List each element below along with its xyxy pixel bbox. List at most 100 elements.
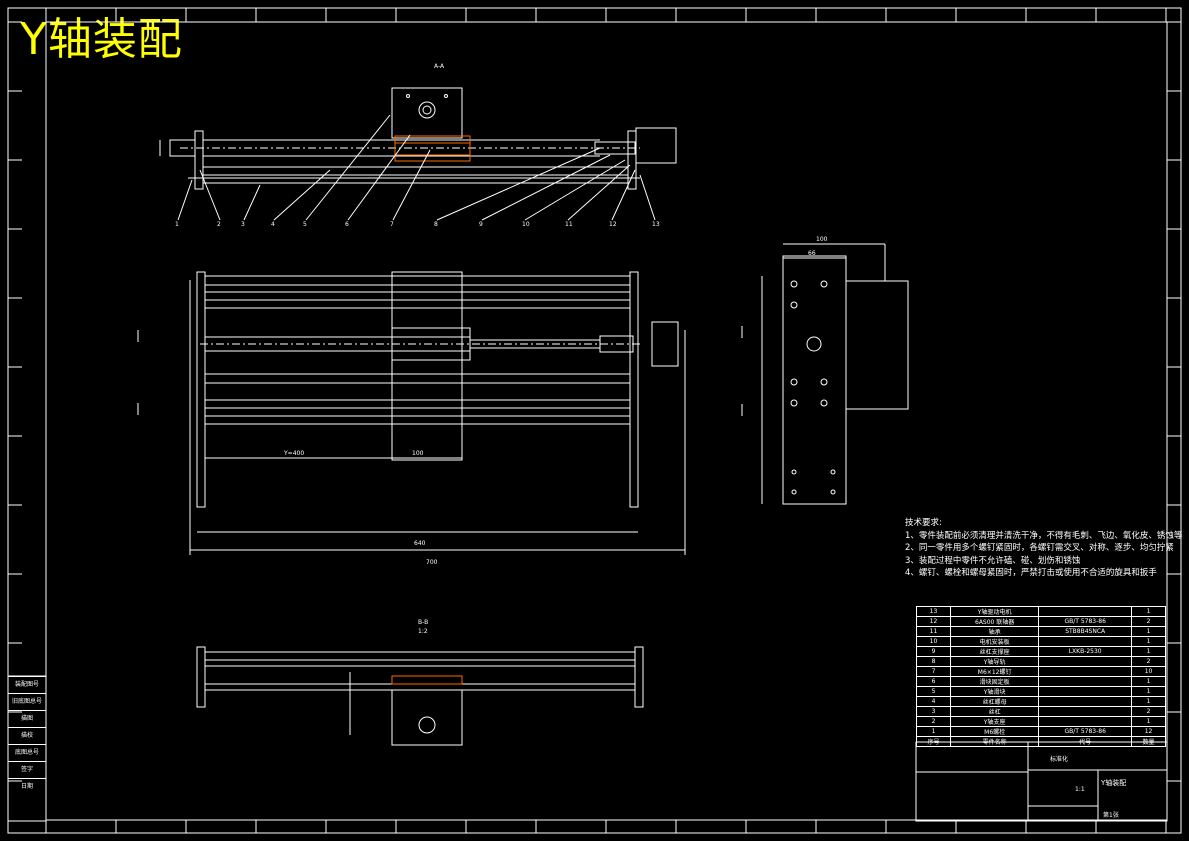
dim-side-width: 100 xyxy=(816,236,828,243)
bom-cell-code xyxy=(1038,636,1133,647)
bom-cell-no: 11 xyxy=(916,626,951,637)
bom-cell-name: Y轴支座 xyxy=(949,716,1040,727)
bom-cell-name: 丝杠 xyxy=(949,706,1040,717)
bom-cell-code xyxy=(1038,666,1133,677)
section-view xyxy=(196,646,644,746)
sidebar-cell: 底图总号 xyxy=(8,744,46,761)
balloon-label: 6 xyxy=(345,221,349,228)
bom-cell-qty: 2 xyxy=(1131,706,1166,717)
balloon-label: 5 xyxy=(303,221,307,228)
bom-cell-name: Y轴驱动电机 xyxy=(949,606,1040,617)
balloon-label: 10 xyxy=(522,221,530,228)
bom-cell-qty: 数量 xyxy=(1131,736,1166,747)
bom-cell-name: 6AS00 联轴器 xyxy=(949,616,1040,627)
bom-cell-qty: 1 xyxy=(1131,626,1166,637)
bom-cell-no: 8 xyxy=(916,656,951,667)
note-2: 2、同一零件用多个螺钉紧固时，各螺钉需交叉、对称、逐步、均匀拧紧 xyxy=(905,543,1174,553)
bom-cell-no: 1 xyxy=(916,726,951,737)
bom-cell-no: 7 xyxy=(916,666,951,677)
bom-cell-qty: 2 xyxy=(1131,656,1166,667)
bom-cell-qty: 1 xyxy=(1131,606,1166,617)
view-scale-label: 1:2 xyxy=(418,628,428,635)
bom-cell-name: 电机安装板 xyxy=(949,636,1040,647)
bom-cell-no: 10 xyxy=(916,636,951,647)
bom-cell-qty: 1 xyxy=(1131,716,1166,727)
left-sidebar: 装配图号旧底图总号描图描校底图总号签字日期 xyxy=(8,676,46,795)
bom-cell-name: M6螺栓 xyxy=(949,726,1040,737)
balloon-label: 9 xyxy=(479,221,483,228)
bom-cell-no: 2 xyxy=(916,716,951,727)
sidebar-cell: 旧底图总号 xyxy=(8,693,46,710)
bom-cell-qty: 12 xyxy=(1131,726,1166,737)
sidebar-cell: 描图 xyxy=(8,710,46,727)
bom-cell-code: 代号 xyxy=(1038,736,1133,747)
dim-slider: 100 xyxy=(412,450,424,457)
technical-notes: 技术要求: 1、零件装配前必须清理并清洗干净，不得有毛刺、飞边、氧化皮、锈蚀等 … xyxy=(905,517,1182,580)
bom-cell-qty: 1 xyxy=(1131,696,1166,707)
bom-cell-code xyxy=(1038,696,1133,707)
bom-cell-no: 9 xyxy=(916,646,951,657)
front-view xyxy=(137,271,686,555)
bom-cell-name: Y轴导轨 xyxy=(949,656,1040,667)
bom-cell-code xyxy=(1038,606,1133,617)
balloon-label: 13 xyxy=(652,221,660,228)
bom-cell-code xyxy=(1038,676,1133,687)
leader-lines xyxy=(177,114,656,221)
dim-left-seg: Y=400 xyxy=(283,450,304,457)
bom-header-row: 序号零件名称代号数量 xyxy=(916,736,1166,747)
bom-cell-no: 5 xyxy=(916,686,951,697)
sidebar-cell: 日期 xyxy=(8,778,46,795)
balloon-label: 2 xyxy=(217,221,221,228)
bom-cell-name: 滑块固定板 xyxy=(949,676,1040,687)
bom-cell-code xyxy=(1038,656,1133,667)
balloon-label: 11 xyxy=(565,221,573,228)
balloon-label: 3 xyxy=(241,221,245,228)
bom-cell-no: 12 xyxy=(916,616,951,627)
bom-cell-code: LXKB-2530 xyxy=(1038,646,1133,657)
bom-cell-qty: 1 xyxy=(1131,686,1166,697)
bom-cell-code: GB/T 5783-86 xyxy=(1038,616,1133,627)
balloon-label: 4 xyxy=(271,221,275,228)
bom-cell-code: GB/T 5783-86 xyxy=(1038,726,1133,737)
bom-cell-code: STB8B4SNCA xyxy=(1038,626,1133,637)
bom-cell-qty: 2 xyxy=(1131,616,1166,627)
outer-border xyxy=(7,7,1182,834)
note-3: 3、装配过程中零件不允许磕、碰、划伤和锈蚀 xyxy=(905,555,1081,566)
title-block-frame xyxy=(915,741,1168,822)
balloon-label: 8 xyxy=(434,221,438,228)
bom-cell-code xyxy=(1038,686,1133,697)
bom-cell-name: 丝杠螺母 xyxy=(949,696,1040,707)
bom-cell-no: 13 xyxy=(916,606,951,617)
dim-overall-inner: 640 xyxy=(414,540,426,547)
bom-cell-name: Y轴滑块 xyxy=(949,686,1040,697)
bom-cell-qty: 1 xyxy=(1131,646,1166,657)
sidebar-cell: 签字 xyxy=(8,761,46,778)
bom-cell-name: 轴承 xyxy=(949,626,1040,637)
balloon-label: 7 xyxy=(390,221,394,228)
dim-side-inner: 66 xyxy=(808,250,816,257)
side-view xyxy=(741,243,909,505)
bom-cell-no: 6 xyxy=(916,676,951,687)
scale-field: 1:1 xyxy=(1075,786,1085,793)
bom-cell-qty: 1 xyxy=(1131,676,1166,687)
bom-cell-name: 丝杠支撑座 xyxy=(949,646,1040,657)
bom-cell-code xyxy=(1038,706,1133,717)
bom-cell-no: 4 xyxy=(916,696,951,707)
zone-ticks xyxy=(8,8,1181,833)
bom-cell-code xyxy=(1038,716,1133,727)
bom-cell-no: 序号 xyxy=(916,736,951,747)
bom-cell-name: M6×12螺钉 xyxy=(949,666,1040,677)
sheet-field: 第1张 xyxy=(1103,812,1119,819)
